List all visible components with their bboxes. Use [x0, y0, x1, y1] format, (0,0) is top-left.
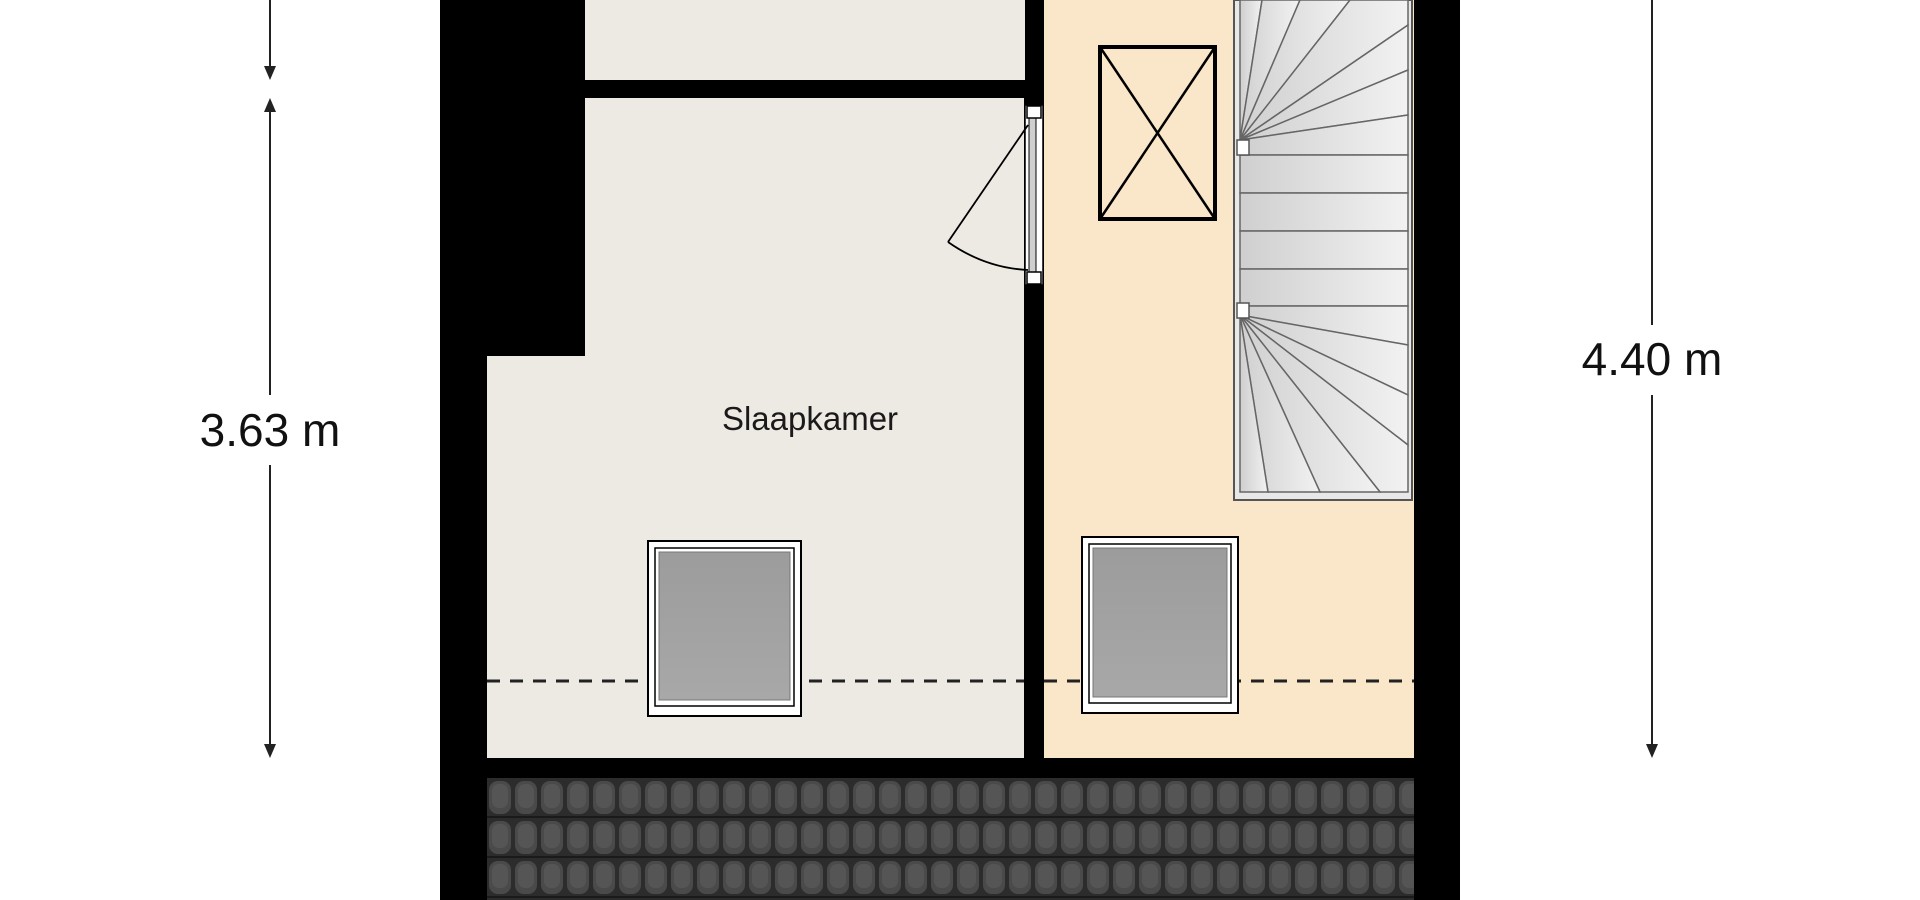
skylight-window-icon — [1081, 536, 1239, 714]
bedroom-floor — [487, 98, 1024, 758]
void-shaft-icon — [1098, 45, 1217, 221]
door-swing-icon — [947, 104, 1044, 286]
dimension-label-left: 3.63 m — [200, 404, 341, 456]
dimension-right: 4.40 m — [1572, 0, 1732, 758]
spiral-stairs-icon — [1233, 0, 1413, 501]
skylight-window-icon — [647, 540, 802, 717]
upper-room-floor — [585, 0, 1025, 80]
roof-tiles — [487, 778, 1414, 900]
dimension-label-right: 4.40 m — [1582, 333, 1723, 385]
room-label-bedroom: Slaapkamer — [722, 400, 898, 437]
dimension-left: 3.63 m — [190, 0, 350, 758]
